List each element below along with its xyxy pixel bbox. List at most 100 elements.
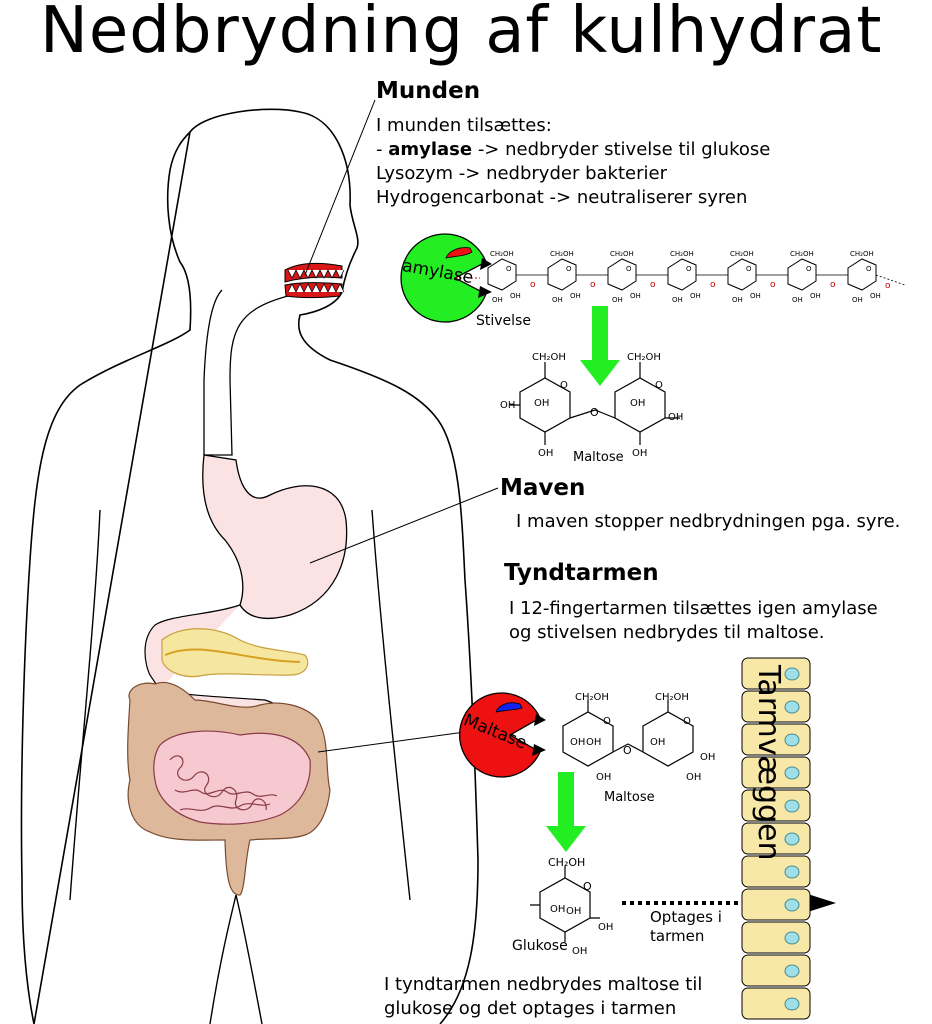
maltose-bottom-ring-o-label: O (683, 716, 691, 727)
starch-ch2oh-label: CH₂OH (790, 250, 814, 258)
maltose-top-ch2oh-label: CH₂OH (627, 352, 661, 363)
bottom-text: I tyndtarmen nedbrydes maltose til gluko… (384, 973, 702, 1021)
maltose-top-oh-label: OH (500, 400, 515, 411)
svg-text:o: o (530, 280, 536, 290)
wall-cell (741, 723, 811, 756)
amylase-bold: amylase (388, 139, 473, 160)
munden-line-hydrogencarbonat: Hydrogencarbonat -> neutraliserer syren (376, 187, 748, 208)
starch-ring-o-label: O (506, 265, 512, 273)
starch-ring-o-label: O (626, 265, 632, 273)
glucose-oh-label: OH (572, 946, 587, 957)
wall-cell (741, 789, 811, 822)
cell-nucleus (784, 733, 800, 747)
starch-oh-label: OH (870, 292, 881, 300)
pointer-tyndtarm (317, 731, 466, 753)
cell-nucleus (784, 865, 800, 879)
maltose-bottom-oh-label: OH (570, 737, 585, 748)
maltose-bottom-oh-label: OH (586, 737, 601, 748)
starch-ch2oh-label: CH₂OH (670, 250, 694, 258)
maltose-top-oh-label: OH (630, 398, 645, 409)
leg-gap (209, 894, 263, 1024)
heading-tyndtarmen: Tyndtarmen (504, 560, 659, 586)
cell-nucleus (784, 700, 800, 714)
wall-cell (741, 954, 811, 987)
starch-ring-o-label: O (686, 265, 692, 273)
small-intestine-coils (169, 755, 278, 811)
glucose-ring-o-label: O (583, 880, 592, 893)
maltose-top-ring-o-label: O (560, 380, 568, 391)
maltose-molecule-top (510, 362, 680, 445)
svg-text:o: o (590, 280, 596, 290)
svg-text:o: o (650, 280, 656, 290)
maltose-top-oh-label: OH (632, 448, 647, 459)
amylase-enzyme (400, 233, 492, 323)
starch-oh-label: OH (492, 296, 503, 304)
maltose-top-bridge-o-label: O (590, 406, 599, 419)
wall-cell (741, 921, 811, 954)
wall-cell (741, 987, 811, 1020)
glucose-oh-label: OH (566, 906, 581, 917)
glukose-label: Glukose (512, 938, 568, 954)
wall-cell (741, 855, 811, 888)
tarmvaeggen-label: Tarmvæggen (751, 665, 786, 861)
maltose-bottom-ch2oh-label: CH₂OH (655, 692, 689, 703)
starch-ch2oh-label: CH₂OH (550, 250, 574, 258)
starch-ch2oh-label: CH₂OH (850, 250, 874, 258)
maltose-label-top: Maltose (573, 450, 624, 465)
munden-intro: I munden tilsættes: (376, 115, 552, 136)
maltose-bottom-bridge-o-label: O (623, 744, 632, 757)
munden-text: I munden tilsættes: - amylase -> nedbryd… (376, 114, 770, 210)
maltose-bottom-ch2oh-label: CH₂OH (575, 692, 609, 703)
maltose-top-oh-label: OH (668, 412, 683, 423)
mouth-teeth (284, 262, 345, 298)
starch-oh-label: OH (672, 296, 683, 304)
starch-oh-label: OH (750, 292, 761, 300)
wall-cell (741, 822, 811, 855)
esophagus (203, 289, 297, 456)
starch-ring-o-label: O (566, 265, 572, 273)
munden-line-amylase: - amylase -> nedbryder stivelse til gluk… (376, 139, 771, 160)
wall-cell (741, 690, 811, 723)
arm-line-right (371, 509, 411, 901)
cell-nucleus (784, 667, 800, 681)
maltose-molecule-bottom (562, 700, 694, 767)
cell-nucleus (784, 799, 800, 813)
cell-nucleus (784, 931, 800, 945)
starch-ring-o-label: O (746, 265, 752, 273)
cell-nucleus (784, 997, 800, 1011)
maltose-bottom-oh-label: OH (700, 752, 715, 763)
optages-text: Optages i tarmen (650, 908, 722, 946)
intestinal-wall (741, 657, 811, 1020)
tyndtarmen-line-2: og stivelsen nedbrydes til maltose. (509, 622, 825, 643)
tyndtarmen-line-1: I 12-fingertarmen tilsættes igen amylase (509, 598, 878, 619)
glucose-ch2oh-label: CH₂OH (548, 856, 585, 869)
pointer-maven (309, 487, 499, 564)
starch-oh-label: OH (612, 296, 623, 304)
starch-oh-label: OH (570, 292, 581, 300)
pancreatic-duct (164, 648, 301, 663)
svg-text:o: o (710, 280, 716, 290)
glucose-molecule (530, 866, 600, 942)
starch-oh-label: OH (690, 292, 701, 300)
maltose-bottom-oh-label: OH (596, 772, 611, 783)
small-intestine (153, 730, 311, 825)
munden-line-lysozym: Lysozym -> nedbryder bakterier (376, 163, 667, 184)
starch-ring-o-label: O (866, 265, 872, 273)
starch-ring-o-label: O (806, 265, 812, 273)
starch-oh-label: OH (510, 292, 521, 300)
maltose-label-bottom: Maltose (604, 790, 655, 805)
starch-oh-label: OH (732, 296, 743, 304)
starch-oh-label: OH (852, 296, 863, 304)
maltose-top-oh-label: OH (534, 398, 549, 409)
maltose-top-ch2oh-label: CH₂OH (532, 352, 566, 363)
wall-cell (741, 888, 811, 921)
starch-oh-label: OH (552, 296, 563, 304)
bottom-line-1: I tyndtarmen nedbrydes maltose til (384, 974, 703, 995)
cell-nucleus (784, 832, 800, 846)
glucose-oh-label: OH (550, 904, 565, 915)
cell-nucleus (784, 964, 800, 978)
svg-text:o: o (885, 281, 891, 291)
maven-text: I maven stopper nedbrydningen pga. syre. (516, 511, 901, 532)
